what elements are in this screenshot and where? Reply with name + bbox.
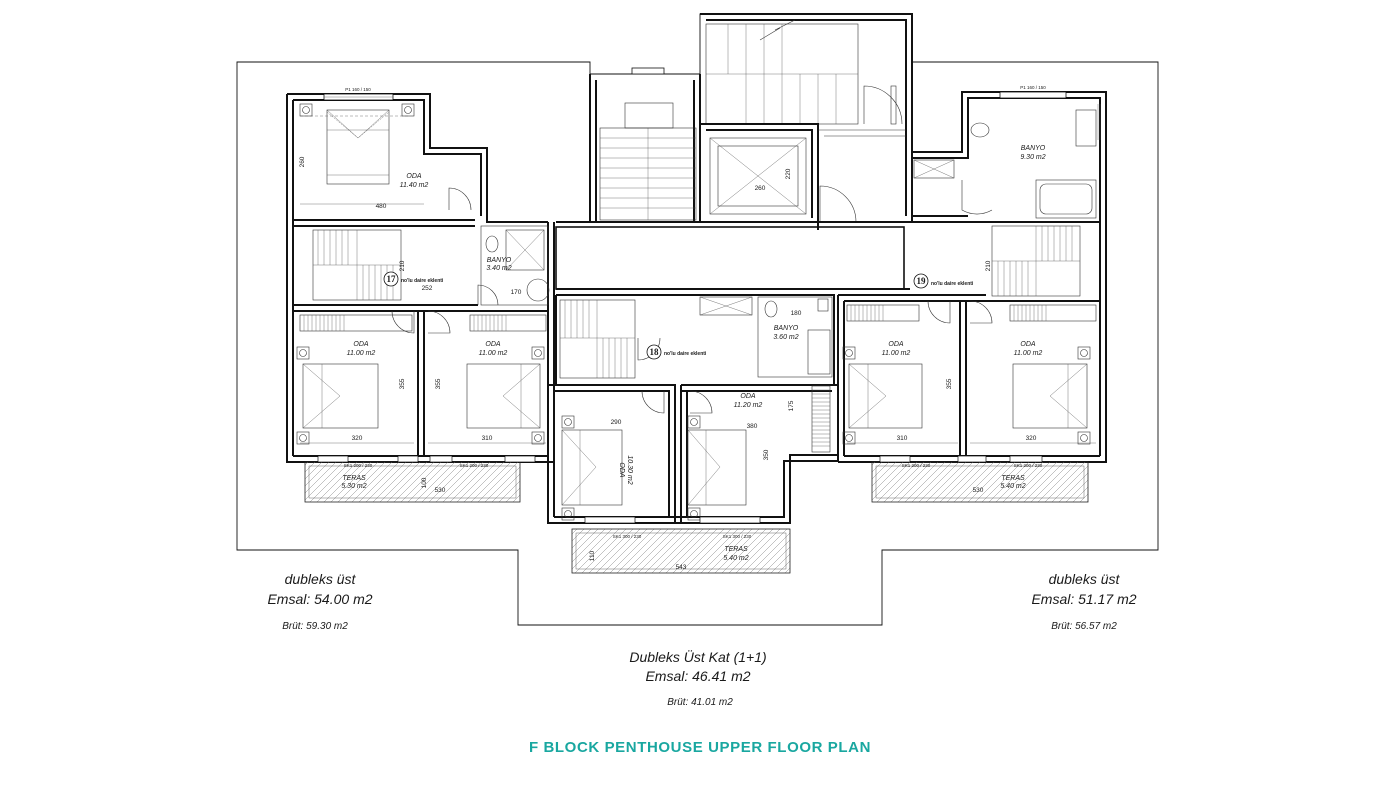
unit-marker-19-caption: no'lu daire eklenti — [931, 281, 974, 287]
room-labels: ODA 11.40 m2 BANYO 3.40 m2 ODA 11.00 m2 … — [341, 145, 1045, 562]
unit-emsal: Emsal: 54.00 m2 — [267, 591, 372, 607]
window-marks: P1 160 / 150 P1 160 / 150 SK1 200 / 230 … — [344, 85, 1047, 539]
dimension: 170 — [511, 289, 522, 296]
room-area: 10.30 m2 — [626, 455, 633, 484]
unit-emsal: Emsal: 51.17 m2 — [1031, 591, 1136, 607]
dimension: 290 — [611, 419, 622, 426]
dimension: 220 — [785, 168, 792, 179]
dimension: 175 — [788, 400, 795, 411]
center-core — [547, 13, 913, 574]
area-summary-left: dubleks üst Emsal: 54.00 m2 Brüt: 59.30 … — [267, 571, 372, 632]
room-name: ODA — [888, 341, 904, 348]
dimension: 480 — [376, 203, 387, 210]
dimension: 110 — [589, 550, 596, 561]
dimension: 530 — [973, 487, 984, 494]
page-title: F BLOCK PENTHOUSE UPPER FLOOR PLAN — [529, 739, 871, 756]
unit-marker-circle-19 — [913, 273, 929, 289]
unit-marker-18-caption: no'lu daire eklenti — [664, 351, 707, 357]
area-summary-right: dubleks üst Emsal: 51.17 m2 Brüt: 56.57 … — [1031, 571, 1136, 632]
room-area: 11.00 m2 — [347, 350, 376, 357]
dimension-labels: 480 252 210 170 260 355 355 320 310 530 … — [299, 156, 1037, 571]
unit-marker-18: 18 — [650, 347, 660, 357]
unit-label: dubleks üst — [1049, 571, 1121, 587]
room-name: ODA — [618, 462, 625, 478]
window-mark: SK1 200 / 230 — [460, 463, 489, 468]
room-area: 11.00 m2 — [479, 350, 508, 357]
room-name: BANYO — [487, 257, 512, 264]
room-area: 3.60 m2 — [773, 334, 798, 341]
dimension: 210 — [399, 260, 406, 271]
room-area: 3.40 m2 — [486, 265, 511, 272]
window-mark: SK1 200 / 230 — [1014, 463, 1043, 468]
dimension: 100 — [421, 477, 428, 488]
terrace-left — [304, 461, 521, 503]
room-area: 5.40 m2 — [1000, 483, 1025, 490]
window-mark: SK1 200 / 230 — [902, 463, 931, 468]
unit-brut: Brüt: 56.57 m2 — [1051, 621, 1117, 632]
dimension: 380 — [747, 423, 758, 430]
terrace-center — [571, 528, 791, 574]
dimension: 252 — [422, 285, 433, 292]
room-area: 11.00 m2 — [882, 350, 911, 357]
window-mark: SK1 300 / 230 — [723, 534, 752, 539]
room-area: 11.00 m2 — [1014, 350, 1043, 357]
room-name: ODA — [1020, 341, 1036, 348]
unit-brut: Brüt: 41.01 m2 — [667, 697, 733, 708]
window-mark: P1 160 / 150 — [1020, 85, 1046, 90]
dimension: 180 — [791, 310, 802, 317]
dimension: 355 — [435, 378, 442, 389]
room-name: ODA — [353, 341, 369, 348]
room-name: TERAS — [724, 546, 748, 553]
dimension: 355 — [946, 378, 953, 389]
room-name: ODA — [740, 393, 756, 400]
terrace-windows — [317, 455, 1043, 524]
unit-label: Dubleks Üst Kat (1+1) — [629, 648, 766, 665]
unit-marker-circle-17 — [383, 271, 399, 287]
window-mark: P1 160 / 150 — [345, 87, 371, 92]
unit-marker-17-caption: no'lu daire eklenti — [401, 278, 444, 284]
left-unit — [286, 93, 555, 503]
area-summary-center: Dubleks Üst Kat (1+1) Emsal: 46.41 m2 Br… — [629, 648, 766, 708]
window-mark: SK1 200 / 230 — [344, 463, 373, 468]
dimension: 310 — [482, 435, 493, 442]
room-area: 11.40 m2 — [400, 182, 429, 189]
dimension: 260 — [299, 156, 306, 167]
bathtub-icon — [1035, 179, 1097, 219]
room-name: ODA — [406, 173, 422, 180]
room-name: TERAS — [1001, 475, 1025, 482]
dimension: 210 — [985, 260, 992, 271]
room-area: 5.40 m2 — [723, 555, 748, 562]
room-name: ODA — [485, 341, 501, 348]
dimension: 350 — [763, 449, 770, 460]
dimension: 320 — [352, 435, 363, 442]
terrace-right — [871, 461, 1089, 503]
room-area: 9.30 m2 — [1020, 154, 1045, 161]
unit-marker-circle-18 — [646, 344, 662, 360]
room-name: BANYO — [774, 325, 799, 332]
room-name: BANYO — [1021, 145, 1046, 152]
dimension: 310 — [897, 435, 908, 442]
room-name: TERAS — [342, 475, 366, 482]
dimension: 355 — [399, 378, 406, 389]
corridor — [555, 226, 905, 290]
unit-marker-19: 19 — [917, 276, 927, 286]
dimension: 543 — [676, 564, 687, 571]
site-boundary — [236, 13, 1159, 626]
dimension: 530 — [435, 487, 446, 494]
unit-brut: Brüt: 59.30 m2 — [282, 621, 348, 632]
unit-marker-17: 17 — [387, 274, 397, 284]
window-mark: SK1 300 / 230 — [613, 534, 642, 539]
dimension: 260 — [755, 185, 766, 192]
room-area: 5.30 m2 — [341, 483, 366, 490]
right-unit — [837, 91, 1107, 503]
unit-emsal: Emsal: 46.41 m2 — [645, 668, 750, 684]
staircase-center — [559, 299, 636, 379]
room-area: 11.20 m2 — [734, 402, 763, 409]
bed-icon — [326, 109, 390, 185]
unit-label: dubleks üst — [285, 571, 357, 587]
dimension: 320 — [1026, 435, 1037, 442]
elevator-shaft — [709, 137, 807, 215]
